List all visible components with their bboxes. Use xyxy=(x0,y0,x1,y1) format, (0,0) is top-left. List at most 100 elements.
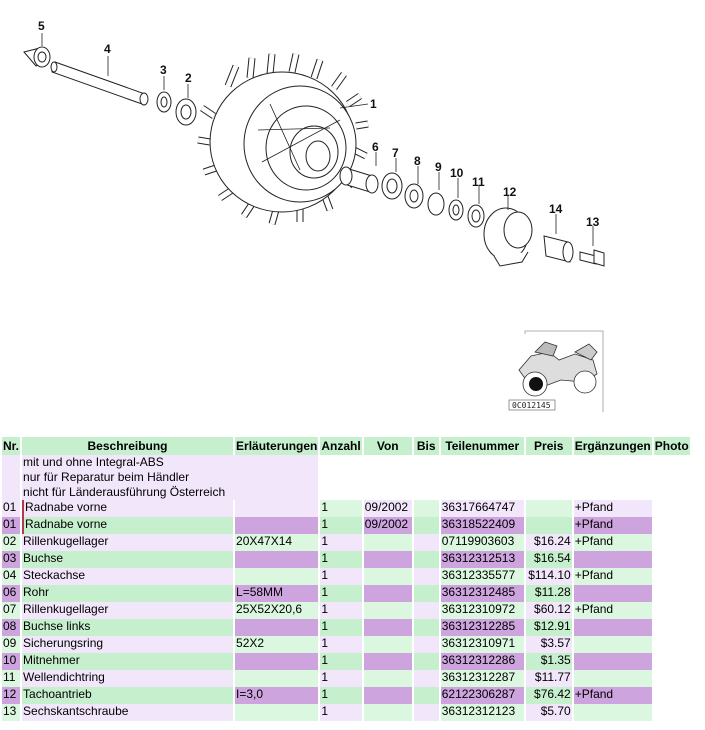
cell-price xyxy=(525,517,572,534)
cell-nr: 01 xyxy=(2,500,21,517)
cell-nr: 01 xyxy=(2,517,21,534)
cell-nr: 07 xyxy=(2,602,21,619)
callout-2: 2 xyxy=(185,71,192,85)
header-quantity: Anzahl xyxy=(320,437,362,455)
part-7-bearing xyxy=(381,172,403,200)
header-nr: Nr. xyxy=(2,437,21,455)
intro-line: nur für Reparatur beim Händler xyxy=(23,470,190,484)
cell-additions: +Pfand xyxy=(573,602,652,619)
cell-nr: 13 xyxy=(2,704,21,721)
cell-additions: +Pfand xyxy=(573,517,652,534)
cell-explanation: L=58MM xyxy=(235,585,319,602)
cell-to xyxy=(413,585,439,602)
cell-description: Rohr xyxy=(22,585,234,602)
cell-photo xyxy=(653,704,690,721)
motorcycle-thumbnail: 0C012145 xyxy=(505,330,605,415)
cell-quantity: 1 xyxy=(320,551,362,568)
cell-additions xyxy=(573,653,652,670)
cell-photo xyxy=(653,636,690,653)
cell-from xyxy=(363,568,412,585)
part-12-speedometer-drive xyxy=(483,207,533,267)
cell-nr: 12 xyxy=(2,687,21,704)
cell-to xyxy=(413,602,439,619)
cell-description: Wellendichtring xyxy=(22,670,234,687)
cell-quantity: 1 xyxy=(320,704,362,721)
callout-1: 1 xyxy=(370,97,377,111)
callout-5: 5 xyxy=(38,19,45,33)
cell-price: $11.28 xyxy=(525,585,572,602)
cell-additions xyxy=(573,704,652,721)
cell-to xyxy=(413,653,439,670)
cell-description: Buchse xyxy=(22,551,234,568)
cell-additions: +Pfand xyxy=(573,534,652,551)
cell-quantity: 1 xyxy=(320,534,362,551)
cell-quantity: 1 xyxy=(320,568,362,585)
cell-nr: 11 xyxy=(2,670,21,687)
cell-photo xyxy=(653,653,690,670)
cell-additions: +Pfand xyxy=(573,500,652,517)
thumbnail-code: 0C012145 xyxy=(512,401,551,410)
part-10-driver xyxy=(448,199,464,221)
cell-additions: +Pfand xyxy=(573,687,652,704)
cell-price: $76.42 xyxy=(525,687,572,704)
cell-additions xyxy=(573,636,652,653)
cell-description: Buchse links xyxy=(22,619,234,636)
cell-quantity: 1 xyxy=(320,585,362,602)
header-explanation: Erläuterungen xyxy=(235,437,319,455)
cell-part-number: 36312310972 xyxy=(440,602,524,619)
cell-from xyxy=(363,551,412,568)
part-14-sleeve xyxy=(543,235,574,263)
cell-quantity: 1 xyxy=(320,636,362,653)
cell-part-number: 36312335577 xyxy=(440,568,524,585)
cell-photo xyxy=(653,517,690,534)
cell-photo xyxy=(653,500,690,517)
cell-quantity: 1 xyxy=(320,517,362,534)
cell-explanation xyxy=(235,551,319,568)
cell-from xyxy=(363,670,412,687)
header-to: Bis xyxy=(413,437,439,455)
cell-price: $60.12 xyxy=(525,602,572,619)
cell-nr: 04 xyxy=(2,568,21,585)
cell-additions xyxy=(573,619,652,636)
cell-price: $11.77 xyxy=(525,670,572,687)
cell-part-number: 36312312123 xyxy=(440,704,524,721)
cell-to xyxy=(413,500,439,517)
cell-explanation: I=3,0 xyxy=(235,687,319,704)
cell-additions xyxy=(573,585,652,602)
header-description: Beschreibung xyxy=(22,437,234,455)
cell-photo xyxy=(653,602,690,619)
header-price: Preis xyxy=(525,437,572,455)
callout-8: 8 xyxy=(414,154,421,168)
cell-part-number: 36312310971 xyxy=(440,636,524,653)
callout-4: 4 xyxy=(104,42,111,56)
callout-12: 12 xyxy=(503,185,517,199)
cell-explanation xyxy=(235,653,319,670)
cell-from xyxy=(363,636,412,653)
callout-13: 13 xyxy=(586,215,600,229)
cell-from xyxy=(363,653,412,670)
callout-9: 9 xyxy=(435,160,442,174)
cell-quantity: 1 xyxy=(320,670,362,687)
cell-quantity: 1 xyxy=(320,687,362,704)
cell-from xyxy=(363,704,412,721)
cell-photo xyxy=(653,585,690,602)
header-photo: Photo xyxy=(653,437,690,455)
cell-explanation xyxy=(235,568,319,585)
callout-10: 10 xyxy=(450,166,464,180)
cell-part-number: 62122306287 xyxy=(440,687,524,704)
cell-description: Steckachse xyxy=(22,568,234,585)
callout-3: 3 xyxy=(160,63,167,77)
cell-price: $16.24 xyxy=(525,534,572,551)
callout-11: 11 xyxy=(472,175,485,189)
cell-price: $114.10 xyxy=(525,568,572,585)
part-8-bushing-left xyxy=(404,183,424,209)
part-4-axle xyxy=(50,61,149,106)
part-3-bushing xyxy=(156,91,172,113)
cell-from xyxy=(363,585,412,602)
table-header-row: Nr. Beschreibung Erläuterungen Anzahl Vo… xyxy=(2,437,690,455)
